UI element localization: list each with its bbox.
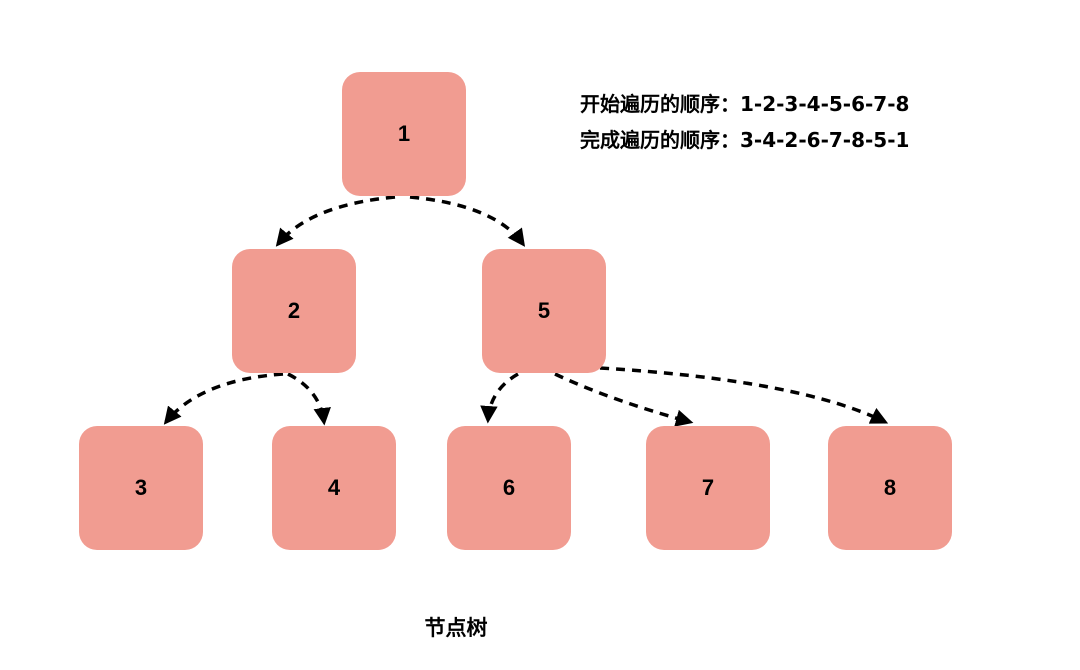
edge-1-2 bbox=[275, 195, 396, 247]
node-7-label: 7 bbox=[701, 475, 715, 500]
node-2: 2 bbox=[232, 249, 356, 373]
edge-5-7 bbox=[554, 372, 694, 427]
node-8-label: 8 bbox=[883, 475, 897, 500]
node-3-label: 3 bbox=[134, 475, 148, 500]
node-5: 5 bbox=[482, 249, 606, 373]
edge-2-4 bbox=[287, 372, 331, 426]
edge-1-5 bbox=[409, 195, 526, 247]
edge-2-3 bbox=[163, 372, 284, 425]
node-1: 1 bbox=[342, 72, 466, 196]
node-1-label: 1 bbox=[397, 121, 411, 146]
node-4-label: 4 bbox=[327, 475, 341, 500]
node-6-label: 6 bbox=[502, 475, 516, 500]
node-8: 8 bbox=[828, 426, 952, 550]
finish-order-text: 完成遍历的顺序：3-4-2-6-7-8-5-1 bbox=[580, 128, 910, 152]
node-2-label: 2 bbox=[287, 298, 301, 323]
node-6: 6 bbox=[447, 426, 571, 550]
node-3: 3 bbox=[79, 426, 203, 550]
node-7: 7 bbox=[646, 426, 770, 550]
node-5-label: 5 bbox=[537, 298, 551, 323]
edge-5-8 bbox=[599, 366, 889, 424]
edge-5-6 bbox=[480, 372, 519, 424]
diagram-caption: 节点树 bbox=[424, 616, 488, 640]
node-4: 4 bbox=[272, 426, 396, 550]
start-order-text: 开始遍历的顺序：1-2-3-4-5-6-7-8 bbox=[580, 92, 910, 116]
